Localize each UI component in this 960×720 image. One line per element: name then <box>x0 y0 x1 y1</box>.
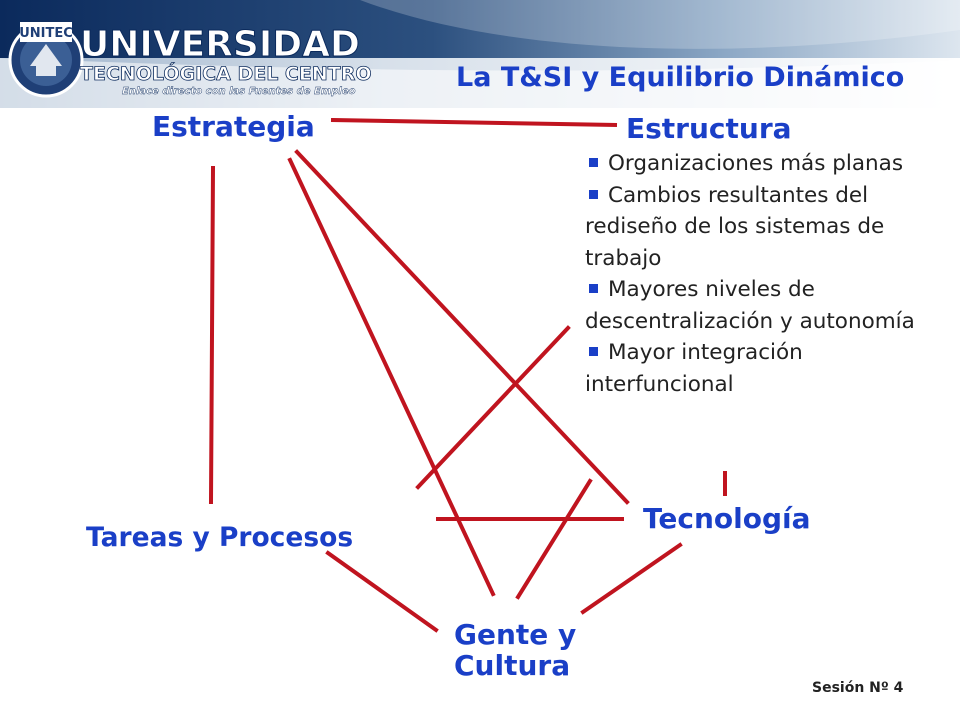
line-tecnologia-gente <box>580 542 683 615</box>
node-tareas-procesos: Tareas y Procesos <box>86 522 354 553</box>
bullet-item: Mayor integración interfuncional <box>585 337 930 400</box>
header-banner: UNITEC UNIVERSIDAD TECNOLÓGICA DEL CENTR… <box>0 0 960 108</box>
line-estrategia-estructura <box>330 117 618 128</box>
estructura-bullet-list: Organizaciones más planas Cambios result… <box>585 148 930 400</box>
node-gente-cultura: Gente y Cultura <box>454 619 576 682</box>
header-swoosh <box>360 0 960 49</box>
header-band-top <box>0 0 960 58</box>
line-estrategia-tecnologia <box>294 149 630 505</box>
brand-badge: UNITEC <box>19 26 73 41</box>
line-estrategia-gente <box>287 157 496 597</box>
node-gente-line2: Cultura <box>454 649 571 683</box>
bullet-text: Mayores niveles de descentralización y a… <box>585 277 915 334</box>
node-gente-line1: Gente y <box>454 618 577 651</box>
session-number: Sesión Nº 4 <box>812 680 904 696</box>
bullet-item: Organizaciones más planas <box>585 148 930 180</box>
node-estructura: Estructura <box>626 112 792 145</box>
bullet-text: Organizaciones más planas <box>608 151 904 176</box>
bullet-item: Mayores niveles de descentralización y a… <box>585 274 930 337</box>
square-bullet-icon <box>589 347 598 356</box>
brand-badge-box <box>20 22 72 42</box>
node-tecnologia: Tecnología <box>643 502 811 535</box>
line-estructura-gente-upper <box>415 325 571 490</box>
bullet-text: Cambios resultantes del rediseño de los … <box>585 182 885 271</box>
line-estrategia-tareas <box>208 165 216 505</box>
node-estrategia: Estrategia <box>152 110 315 143</box>
square-bullet-icon <box>589 189 598 199</box>
brand-line2: TECNOLÓGICA DEL CENTRO <box>80 61 372 85</box>
header-swoosh-2 <box>0 58 960 108</box>
brand-tagline: Enlace directo con las Fuentes de Empleo <box>122 86 356 97</box>
line-gente-tecnologia-mid <box>515 478 593 600</box>
slide-title: La T&SI y Equilibrio Dinámico <box>456 62 905 93</box>
brand-line1: UNIVERSIDAD <box>80 24 360 65</box>
bullet-text: Mayor integración interfuncional <box>585 340 803 397</box>
line-tareas-gente <box>325 550 439 633</box>
bullet-item: Cambios resultantes del rediseño de los … <box>585 180 930 275</box>
square-bullet-icon <box>589 158 598 167</box>
square-bullet-icon <box>589 284 598 293</box>
